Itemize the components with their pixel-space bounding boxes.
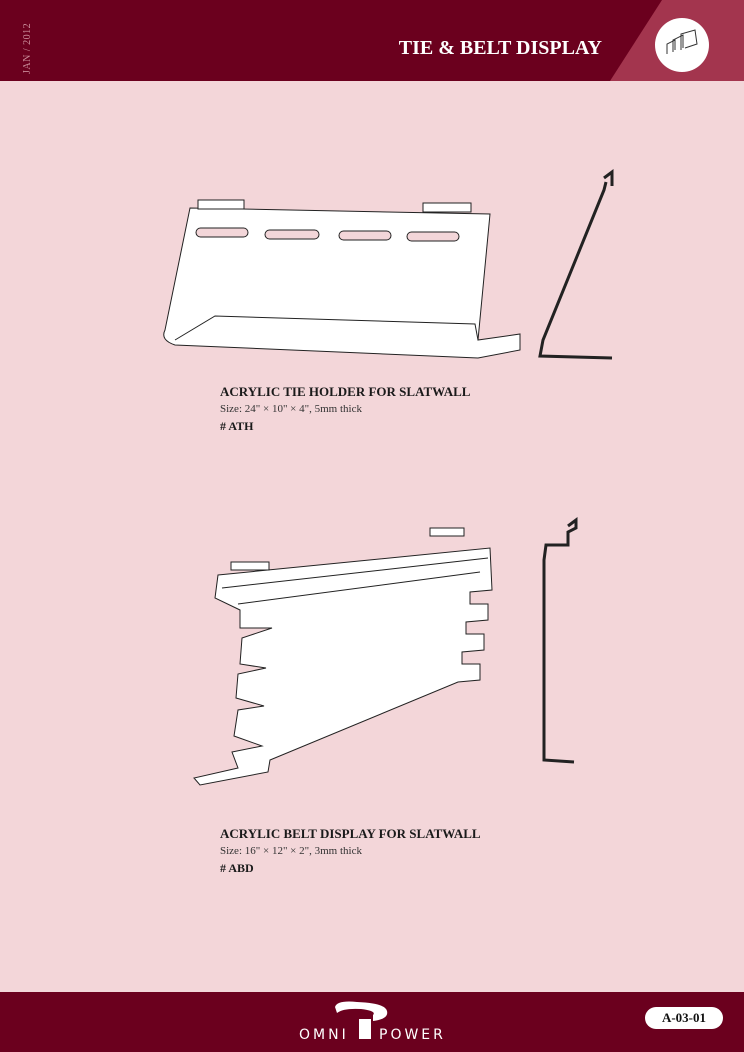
footer: OMNI POWER A-03-01: [0, 992, 744, 1052]
header: JAN / 2012 TIE & BELT DISPLAY: [0, 0, 744, 81]
belt-display-drawing: [193, 517, 578, 786]
product-ath: ACRYLIC TIE HOLDER FOR SLATWALL Size: 24…: [220, 384, 470, 434]
product-code: # ABD: [220, 861, 254, 875]
page-title: TIE & BELT DISPLAY: [398, 37, 602, 59]
product-code: # ATH: [220, 419, 254, 433]
product-size: Size: 24" × 10" × 4", 5mm thick: [220, 403, 362, 415]
product-abd: ACRYLIC BELT DISPLAY FOR SLATWALL Size: …: [220, 826, 481, 876]
tie-holder-drawing: [163, 169, 614, 360]
svg-text:OMNI: OMNI: [299, 1027, 349, 1043]
product-name: ACRYLIC BELT DISPLAY FOR SLATWALL: [220, 826, 481, 841]
product-size: Size: 16" × 12" × 2", 3mm thick: [220, 845, 362, 857]
omni-power-logo: OMNI POWER: [297, 997, 457, 1052]
page-code-badge: A-03-01: [645, 1007, 723, 1029]
product-name: ACRYLIC TIE HOLDER FOR SLATWALL: [220, 384, 471, 399]
svg-text:POWER: POWER: [379, 1027, 446, 1043]
tie-display-icon: [655, 18, 709, 72]
